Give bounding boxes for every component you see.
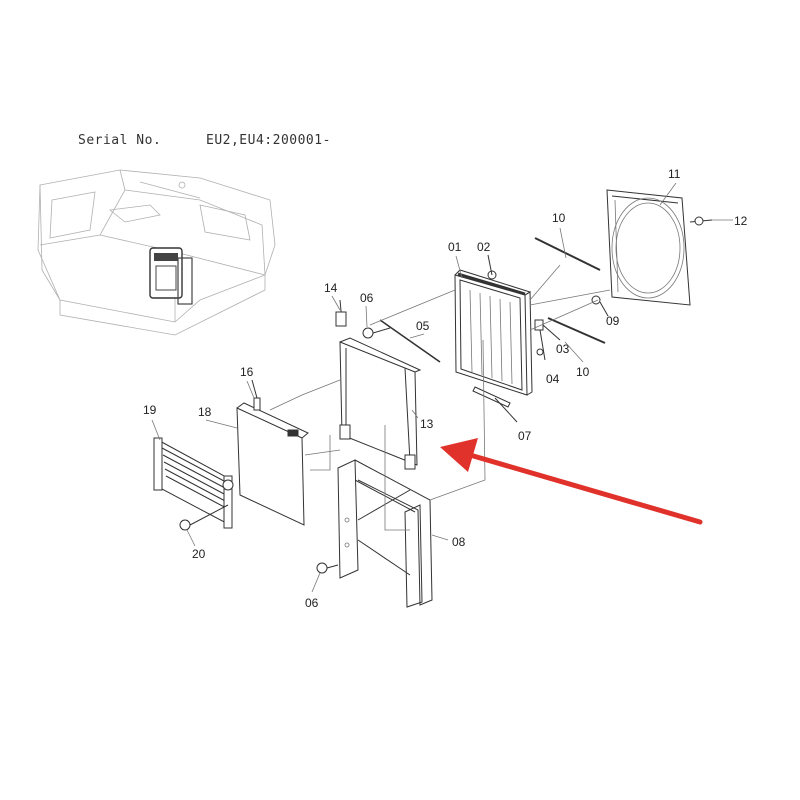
label-01: 01: [448, 240, 462, 254]
label-07: 07: [518, 429, 532, 443]
part-14-bolt: [335, 299, 347, 327]
label-10-upper: 10: [552, 211, 566, 225]
serial-label: Serial No.: [78, 133, 162, 148]
label-03: 03: [556, 342, 570, 356]
part-19-cooler: [153, 437, 234, 529]
part-11-fan-shroud: [606, 189, 691, 306]
label-13: 13: [420, 417, 434, 431]
label-20: 20: [192, 547, 206, 561]
label-18: 18: [198, 405, 212, 419]
part-labels: 01 02 03 04 05 06 06 07 08 09 10 10 11 1…: [143, 167, 748, 610]
radiator-location-marker: [149, 247, 193, 305]
label-12: 12: [734, 214, 748, 228]
part-16-clip: [251, 379, 261, 411]
label-16: 16: [240, 365, 254, 379]
part-01-radiator: [454, 269, 533, 396]
leader-lines: [151, 182, 733, 593]
serial-value: EU2,EU4:200001-: [206, 133, 331, 148]
part-20-bolt: [179, 504, 229, 531]
label-04: 04: [546, 372, 560, 386]
part-02-cap: [487, 254, 497, 280]
part-06-bolt-upper: [362, 327, 391, 339]
part-07-strip: [472, 386, 511, 408]
label-09: 09: [606, 314, 620, 328]
part-10-seal-lower: [547, 317, 606, 344]
part-18-panel: [236, 402, 309, 526]
label-14: 14: [324, 281, 338, 295]
label-10-lower: 10: [576, 365, 590, 379]
part-05-seal: [379, 319, 441, 363]
red-pointer-arrow: [440, 438, 703, 525]
label-02: 02: [477, 240, 491, 254]
label-06-lower: 06: [305, 596, 319, 610]
part-06-bolt-lower: [316, 562, 339, 574]
part-03-04-fittings: [534, 319, 561, 361]
part-08-frame: [337, 459, 433, 608]
assembly-guide-lines: [269, 264, 611, 531]
part-09-bolt: [591, 295, 609, 317]
part-12-bolt: [689, 216, 713, 226]
label-05: 05: [416, 319, 430, 333]
label-08: 08: [452, 535, 466, 549]
label-06-upper: 06: [360, 291, 374, 305]
label-19: 19: [143, 403, 157, 417]
part-13-panel: [339, 337, 422, 470]
part-10-seal-upper: [534, 237, 601, 271]
label-11: 11: [668, 167, 681, 181]
